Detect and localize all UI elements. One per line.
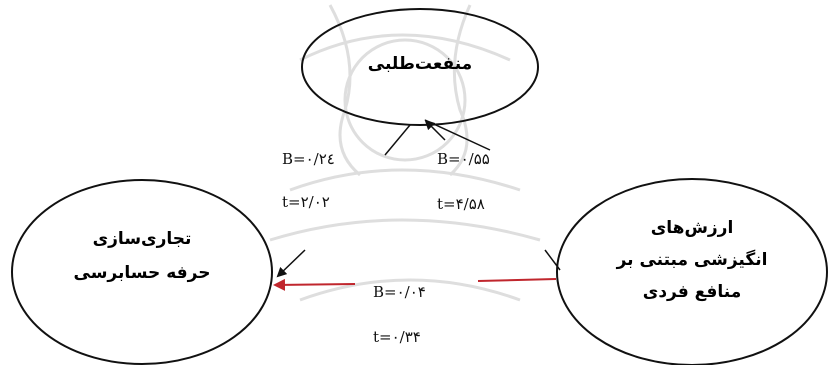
coef-b-values-to-commercialization: B=۰/۰۴ [373, 283, 426, 301]
path-arrow-utilitarianism-to-commercialization [276, 249, 306, 278]
label-utilitarianism-text: منفعت‌طلبی [367, 54, 473, 74]
label-commercialization-line2: حرفه حسابرسی [73, 263, 211, 283]
label-values-line3: منافع فردی [642, 282, 742, 302]
path-line-values-diag [544, 249, 561, 271]
path-line-values-to-commercialization-right [477, 278, 557, 282]
node-commercialization [11, 179, 273, 365]
label-values: ارزش‌های انگیزشی مبتنی بر منافع فردی [600, 212, 784, 308]
path-arrow-values-to-utilitarianism [424, 119, 446, 141]
path-arrow-values-to-commercialization [273, 278, 356, 291]
label-commercialization-line1: تجاری‌سازی [92, 229, 192, 249]
coef-t-values-to-commercialization: t=۰/۳۴ [373, 328, 421, 346]
label-values-line2: انگیزشی مبتنی بر [616, 250, 768, 270]
coef-t-utilitarianism-to-commercialization: t=۲/۰۲ [282, 193, 330, 211]
node-values [556, 178, 828, 365]
label-utilitarianism: منفعت‌طلبی [345, 47, 495, 81]
path-line-values-to-utilitarianism [424, 119, 491, 151]
path-line-utilitarianism-segment [384, 124, 411, 156]
coef-t-values-to-utilitarianism: t=۴/۵۸ [437, 195, 485, 213]
label-values-line1: ارزش‌های [650, 218, 734, 238]
node-utilitarianism [301, 8, 539, 126]
coef-b-values-to-utilitarianism: B=۰/۵۵ [437, 150, 490, 168]
coef-b-utilitarianism-to-commercialization: B=۰/۲٤ [282, 150, 335, 168]
label-commercialization: تجاری‌سازی حرفه حسابرسی [52, 222, 232, 290]
